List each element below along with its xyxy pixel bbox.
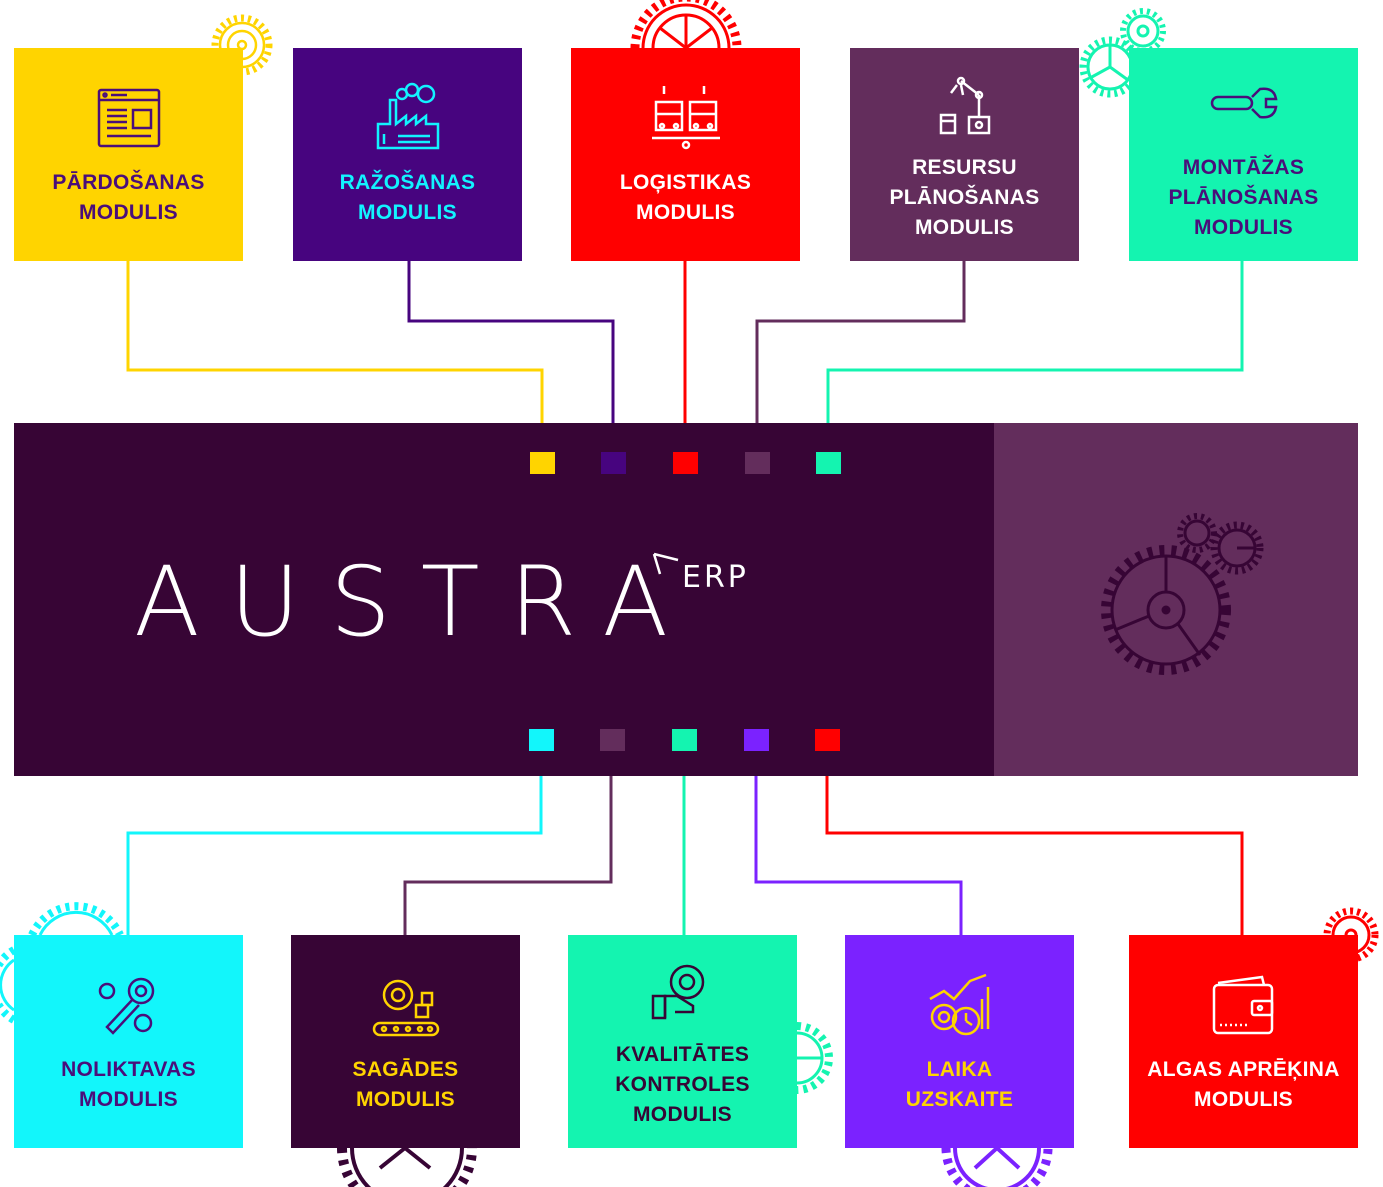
port-sagades <box>600 729 625 751</box>
gear-icon <box>796 1022 833 1094</box>
module-title: LAIKA UZSKAITE <box>905 1057 1014 1111</box>
port-algas <box>815 729 840 751</box>
module-razosanas[interactable]: RAŽOŠANAS MODULIS <box>293 48 522 261</box>
line-montazas <box>826 261 1244 452</box>
quality-hand-icon <box>651 964 704 1019</box>
line-laika <box>754 751 963 935</box>
module-title: PĀRDOŠANAS MODULIS <box>52 170 205 224</box>
line-noliktavas <box>126 751 543 935</box>
module-title: NOLIKTAVAS MODULIS <box>61 1057 196 1111</box>
gear-icon <box>337 1146 477 1187</box>
port-montazas <box>816 452 841 474</box>
trucks-icon <box>651 85 720 149</box>
module-noliktavas[interactable]: NOLIKTAVAS MODULIS <box>14 935 243 1148</box>
module-resursu[interactable]: RESURSU PLĀNOŠANAS MODULIS <box>850 48 1079 261</box>
module-title: ALGAS APRĒĶINA MODULIS <box>1147 1057 1340 1111</box>
module-title: MONTĀŽAS PLĀNOŠANAS MODULIS <box>1168 155 1319 239</box>
line-pardosanas <box>126 261 544 452</box>
module-sagades[interactable]: SAGĀDES MODULIS <box>291 935 520 1148</box>
port-logistikas <box>673 452 698 474</box>
module-title: RAŽOŠANAS MODULIS <box>339 170 476 224</box>
module-title: RESURSU PLĀNOŠANAS MODULIS <box>889 155 1040 239</box>
factory-icon <box>376 82 439 149</box>
logo-mark-icon <box>652 552 679 575</box>
gears-wrench-icon <box>98 977 154 1035</box>
wallet-icon <box>1212 975 1273 1034</box>
line-resursu <box>755 261 966 452</box>
module-kvalitates[interactable]: KVALITĀTES KONTROLES MODULIS <box>568 935 797 1148</box>
line-sagades <box>403 751 613 935</box>
module-pardosanas[interactable]: PĀRDOŠANAS MODULIS <box>14 48 243 261</box>
port-kvalitates <box>672 729 697 751</box>
module-laika[interactable]: LAIKA UZSKAITE <box>845 935 1074 1148</box>
gear-icon <box>0 902 124 1024</box>
port-pardosanas <box>530 452 555 474</box>
line-razosanas <box>407 261 615 452</box>
brand-suffix: ERP <box>682 560 749 595</box>
port-laika <box>744 729 769 751</box>
module-montazas[interactable]: MONTĀŽAS PLĀNOŠANAS MODULIS <box>1129 48 1358 261</box>
port-noliktavas <box>529 729 554 751</box>
module-title: KVALITĀTES KONTROLES MODULIS <box>615 1042 750 1126</box>
port-razosanas <box>601 452 626 474</box>
robot-arm-icon <box>939 76 990 134</box>
gear-icon <box>941 1146 1053 1187</box>
wrench-icon <box>1210 86 1277 119</box>
browser-window-icon <box>97 88 160 147</box>
module-title: LOĢISTIKAS MODULIS <box>619 170 752 224</box>
hub-side-panel <box>994 423 1358 776</box>
gear-icon <box>630 0 742 50</box>
module-algas[interactable]: ALGAS APRĒĶINA MODULIS <box>1129 935 1358 1148</box>
brand-name: AUSTRA <box>134 546 698 658</box>
line-algas <box>825 751 1244 935</box>
time-chart-icon <box>928 973 989 1035</box>
conveyor-gear-icon <box>372 979 439 1036</box>
port-resursu <box>745 452 770 474</box>
austra-erp-logo: AUSTRA ERP <box>134 550 784 660</box>
module-title: SAGĀDES MODULIS <box>352 1057 459 1111</box>
module-logistikas[interactable]: LOĢISTIKAS MODULIS <box>571 48 800 261</box>
